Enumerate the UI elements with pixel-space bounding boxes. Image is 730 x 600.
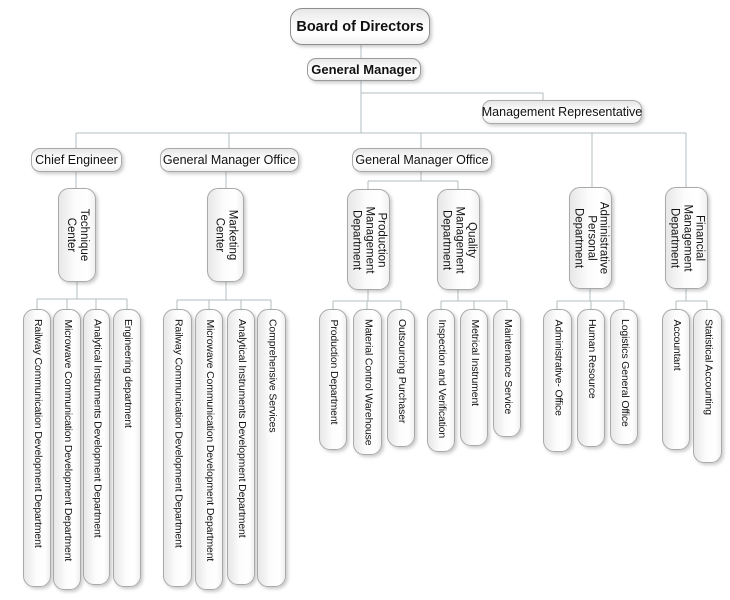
node-board-of-directors: Board of Directors — [290, 8, 430, 45]
unit-railway-communication-1: Railway Communication Development Depart… — [23, 309, 51, 587]
node-technique-center: Technique Center — [58, 188, 96, 282]
unit-maintenance-service: Maintenance Service — [493, 309, 521, 437]
unit-label: Analytical Instruments Development Depar… — [91, 319, 104, 538]
node-marketing-center: Marketing Center — [207, 188, 244, 282]
node-general-manager-office-2: General Manager Office — [352, 148, 492, 172]
unit-human-resource: Human Resource — [577, 309, 605, 447]
unit-label: Analytical Instruments Development Depar… — [235, 319, 248, 538]
unit-label: Railway Communication Development Depart… — [172, 319, 185, 548]
unit-label: Comprehensive Services — [266, 319, 279, 433]
unit-outsourcing-purchaser: Outsourcing Purchaser — [387, 309, 415, 447]
unit-accountant: Accountant — [662, 309, 690, 450]
unit-comprehensive-services: Comprehensive Services — [257, 309, 286, 587]
unit-analytical-instruments-2: Analytical Instruments Development Depar… — [227, 309, 255, 585]
node-financial-management-label: Financial Management Department — [668, 204, 706, 272]
unit-label: Accountant — [670, 319, 683, 371]
node-production-management-department: Production Management Department — [347, 189, 390, 290]
unit-label: Material Control Warehouse — [362, 319, 375, 446]
unit-logistics-general-office: Logistics General Office — [610, 309, 638, 445]
unit-microwave-communication-1: Microwave Communication Development Depa… — [53, 309, 81, 590]
unit-label: Railway Communication Development Depart… — [31, 319, 44, 548]
unit-label: Microwave Communication Development Depa… — [203, 319, 216, 561]
node-production-management-label: Production Management Department — [350, 205, 388, 274]
unit-railway-communication-2: Railway Communication Development Depart… — [163, 309, 192, 587]
node-marketing-center-label: Marketing Center — [213, 209, 239, 261]
node-chief-engineer: Chief Engineer — [31, 148, 122, 172]
unit-inspection-and-verification: Inspection and Verification — [427, 309, 455, 452]
node-management-representative: Management Representative — [482, 100, 642, 124]
unit-metrical-instrument: Metrical Instrument — [460, 309, 488, 446]
node-administrative-personal-department: Administrative Personal Department — [569, 187, 612, 289]
unit-label: Maintenance Service — [501, 319, 514, 415]
unit-label: Production Department — [327, 319, 340, 424]
unit-label: Metrical Instrument — [468, 319, 481, 406]
node-quality-management-department: Quality Management Department — [437, 189, 480, 290]
unit-material-control-warehouse: Material Control Warehouse — [353, 309, 382, 455]
unit-label: Statistical Accounting — [702, 319, 715, 415]
unit-label: Logistics General Office — [618, 319, 631, 427]
unit-label: Outsourcing Purchaser — [395, 319, 408, 424]
unit-administrative-office: Administrative- Office — [543, 309, 572, 452]
unit-analytical-instruments-1: Analytical Instruments Development Depar… — [83, 309, 110, 585]
node-financial-management-department: Financial Management Department — [665, 187, 708, 289]
unit-production-department: Production Department — [319, 309, 347, 450]
unit-label: Administrative- Office — [552, 319, 565, 416]
unit-label: Inspection and Verification — [435, 319, 448, 438]
unit-label: Human Resource — [585, 319, 598, 399]
node-general-manager: General Manager — [307, 58, 421, 81]
node-quality-management-label: Quality Management Department — [440, 205, 478, 274]
node-administrative-personal-label: Administrative Personal Department — [572, 201, 610, 275]
unit-microwave-communication-2: Microwave Communication Development Depa… — [195, 309, 223, 590]
unit-label: Microwave Communication Development Depa… — [61, 319, 74, 561]
node-general-manager-office-1: General Manager Office — [160, 148, 299, 172]
node-technique-center-label: Technique Center — [65, 208, 90, 262]
unit-engineering-department: Engineering department — [113, 309, 141, 587]
unit-statistical-accounting: Statistical Accounting — [693, 309, 722, 463]
unit-label: Engineering department — [121, 319, 134, 428]
